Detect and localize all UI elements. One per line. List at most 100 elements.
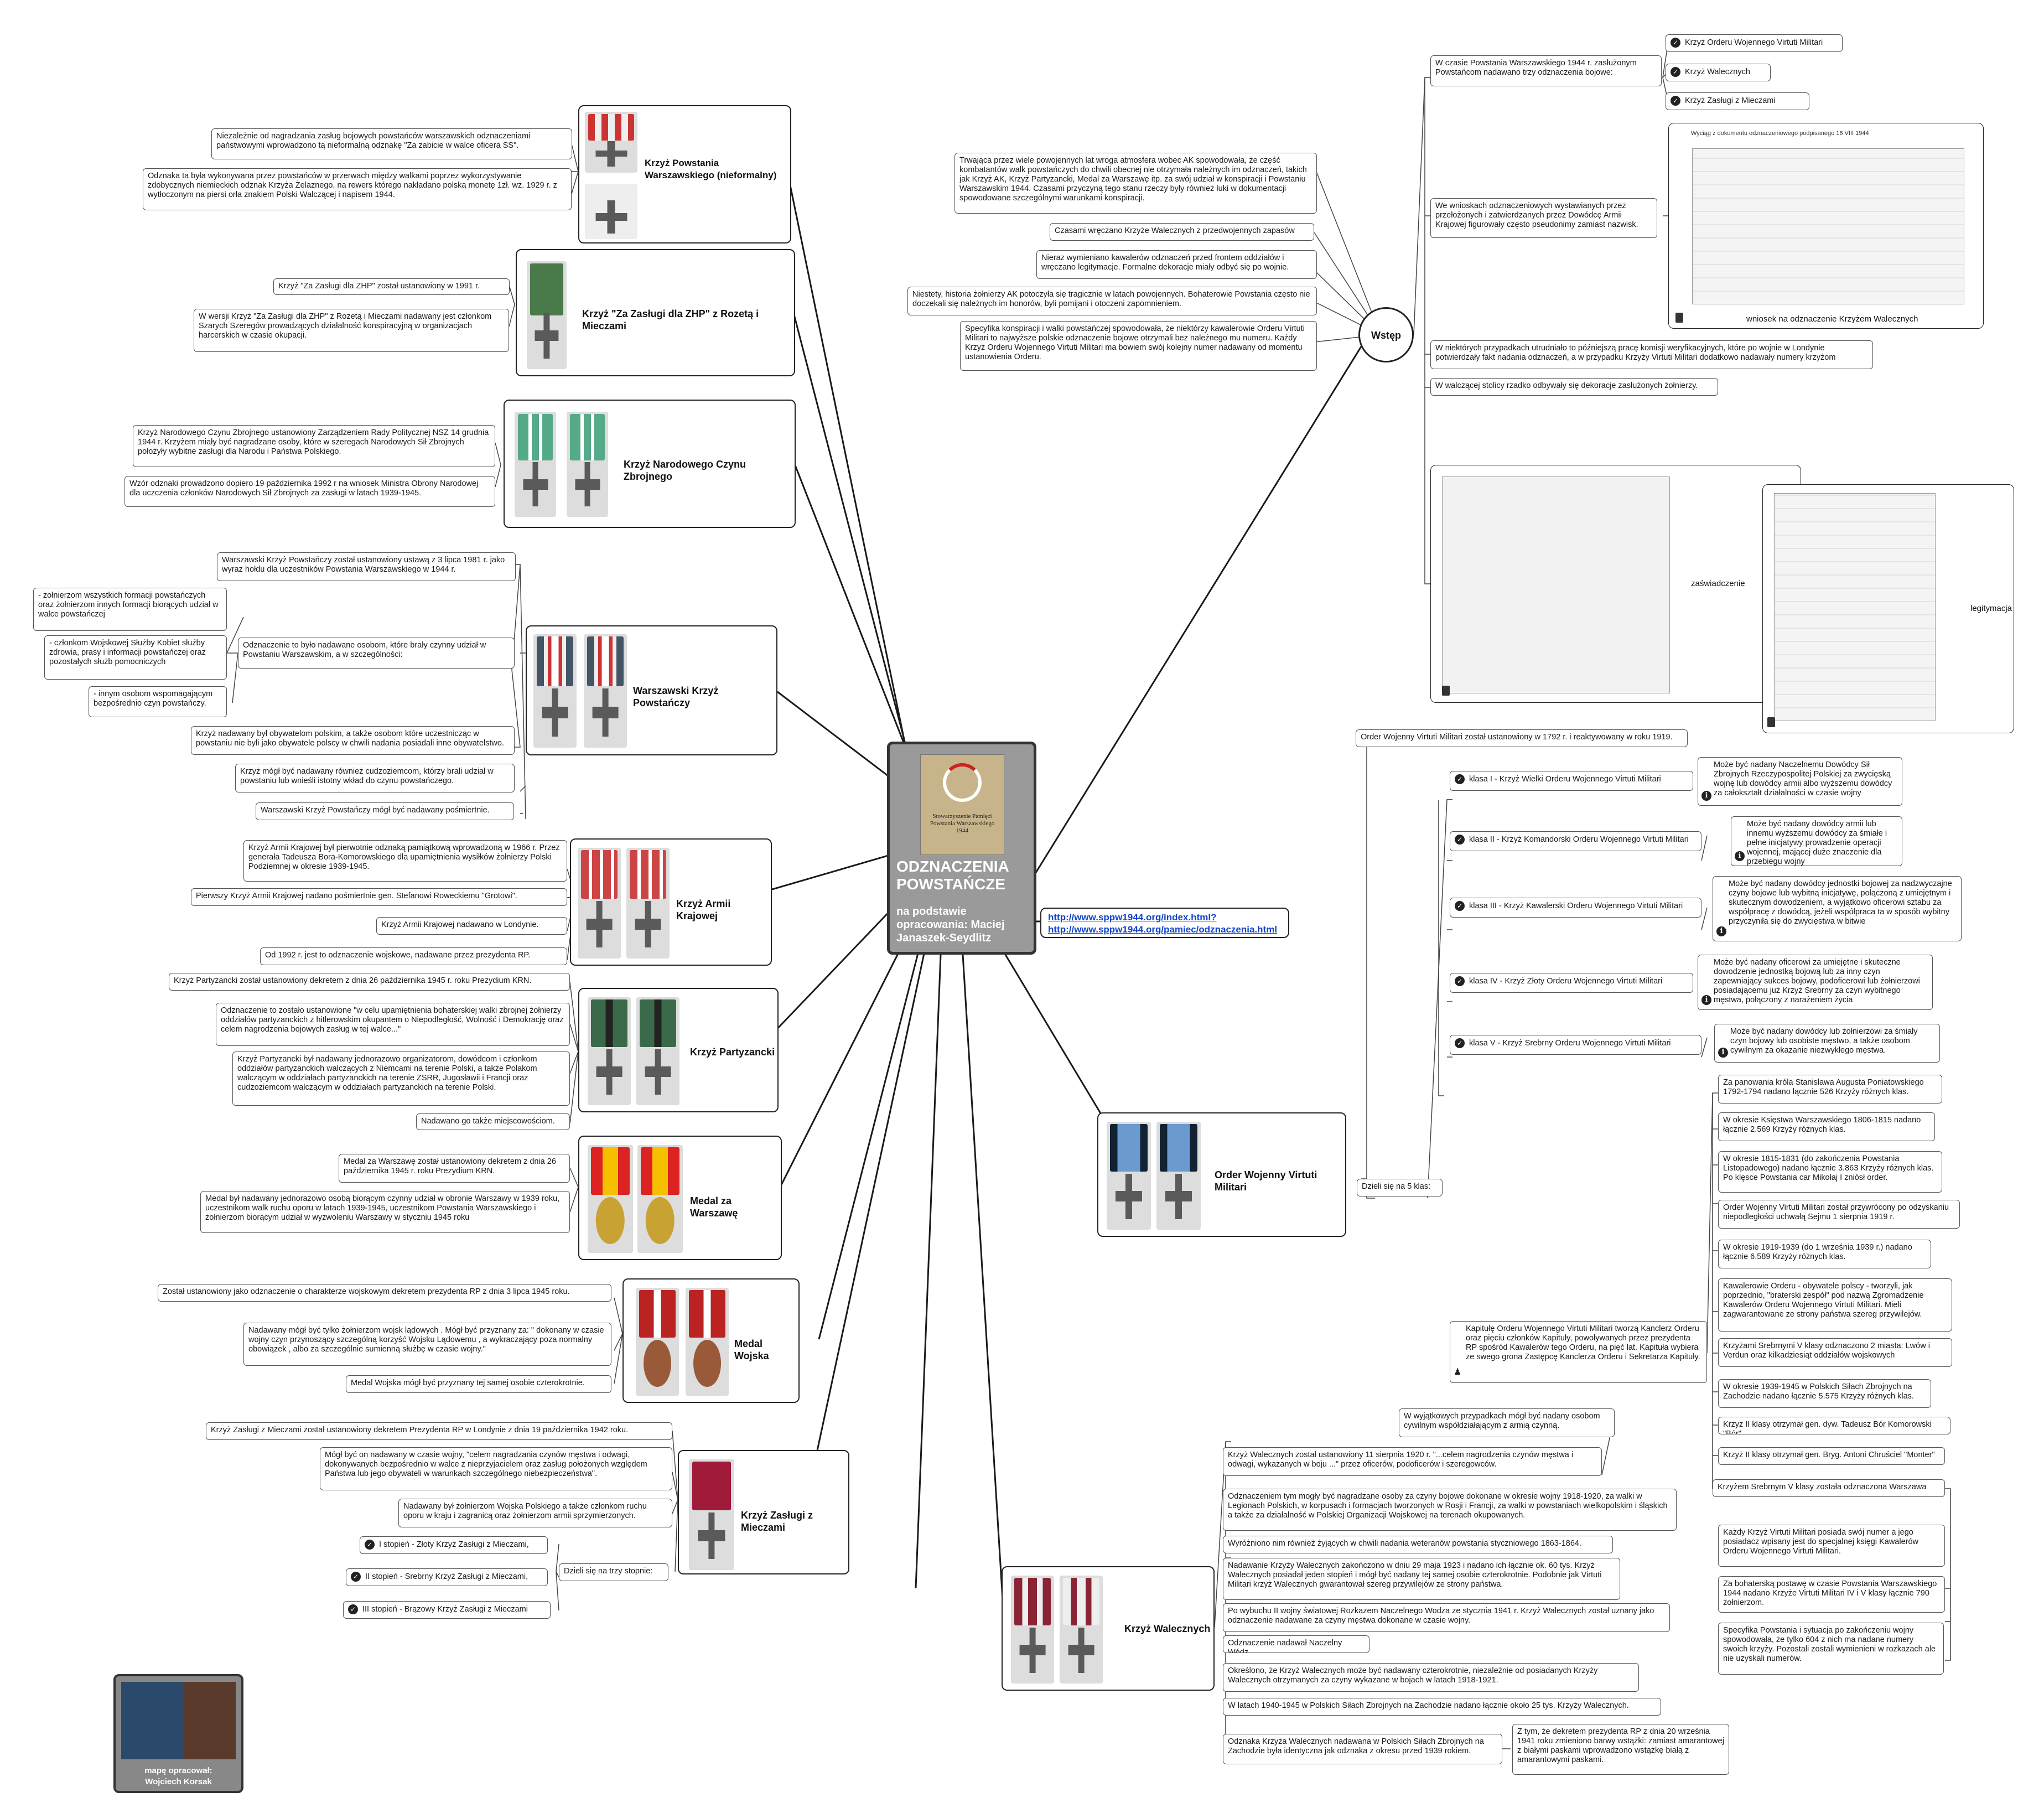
three-item: ✓Krzyż Orderu Wojennego Virtuti Militari (1666, 34, 1843, 52)
note: Odznaczenie nadawał Naczelny Wódz. (1223, 1635, 1369, 1653)
note: Nadawany był żołnierzom Wojska Polskiego… (398, 1499, 672, 1527)
note: Z tym, że dekretem prezydenta RP z dnia … (1512, 1724, 1729, 1775)
document-icon (1767, 717, 1775, 727)
note: Nadawano go także miejscowościom. (416, 1113, 570, 1130)
node-krzyz-zhp[interactable]: Krzyż "Za Zasługi dla ZHP" z Rozetą i Mi… (516, 249, 795, 376)
note: Krzyż Partyzancki był nadawany jednorazo… (232, 1051, 570, 1106)
note: Trwająca przez wiele powojennych lat wro… (954, 153, 1317, 214)
medal-image (588, 997, 631, 1105)
medal-image (636, 1288, 679, 1396)
note: Pierwszy Krzyż Armii Krajowej nadano poś… (191, 888, 567, 906)
grade-item: ✓II stopień - Srebrny Krzyż Zasługi z Mi… (346, 1568, 548, 1586)
info-icon: i (1718, 1048, 1728, 1058)
note: W wyjątkowych przypadkach mógł być nadan… (1399, 1408, 1615, 1437)
medal-image (686, 1288, 729, 1396)
note: Czasami wręczano Krzyże Walecznych z prz… (1050, 223, 1314, 241)
author-name: Wojciech Korsak (145, 1777, 212, 1786)
info-icon: i (1716, 926, 1726, 936)
note: Określono, że Krzyż Walecznych może być … (1223, 1663, 1639, 1692)
note: Krzyż Walecznych został ustanowiony 11 s… (1223, 1447, 1602, 1476)
checkmark-icon: ✓ (1455, 835, 1465, 845)
note: Warszawski Krzyż Powstańczy mógł być nad… (256, 802, 514, 820)
note: Warszawski Krzyż Powstańczy został ustan… (217, 552, 516, 581)
node-title: Krzyż Partyzancki (690, 1047, 775, 1058)
note: Niezależnie od nagradzania zasług bojowy… (211, 128, 572, 159)
medal-image (567, 412, 608, 517)
node-warszawski-krzyz-powstanczy[interactable]: Warszawski Krzyż Powstańczy (526, 625, 777, 755)
fact: Kawalerowie Orderu - obywatele polscy - … (1718, 1278, 1952, 1332)
note: Krzyż Armii Krajowej nadawano w Londynie… (376, 917, 567, 935)
node-krzyz-nsz[interactable]: Krzyż Narodowego Czynu Zbrojnego (504, 400, 796, 528)
note: Specyfika konspiracji i walki powstańcze… (960, 321, 1317, 371)
fact: Krzyżami Srebrnymi V klasy odznaczono 2 … (1718, 1338, 1952, 1367)
info-icon: i (1701, 791, 1711, 801)
fact: Krzyż II klasy otrzymał gen. Bryg. Anton… (1718, 1447, 1945, 1465)
note: Nadawanie Krzyży Walecznych zakończono w… (1223, 1558, 1620, 1600)
medal-image (1107, 1122, 1151, 1230)
note: - żołnierzom wszystkich formacji powstań… (33, 588, 227, 631)
node-krzyz-zaslugi-z-mieczami[interactable]: Krzyż Zasługi z Mieczami (678, 1450, 849, 1574)
checkmark-icon: ✓ (1455, 1038, 1465, 1048)
doc-header: Wyciąg z dokumentu odznaczeniowego podpi… (1691, 130, 1869, 137)
note: Medal był nadawany jednorazowo osobą bio… (200, 1191, 570, 1233)
doc-zaswiadczenie[interactable]: zaświadczenie (1430, 465, 1801, 703)
medal-image (533, 634, 577, 748)
node-krzyz-powstania-nieformalny[interactable]: Krzyż Powstania Warszawskiego (nieformal… (578, 105, 791, 244)
fact: Krzyżem Srebrnym V klasy została odznacz… (1713, 1479, 1945, 1497)
document-image (1774, 493, 1936, 721)
checkmark-icon: ✓ (348, 1604, 358, 1614)
note: Wzór odznaki prowadzono dopiero 19 paźdz… (124, 476, 495, 507)
node-title: Krzyż "Za Zasługi dla ZHP" z Rozetą i Mi… (582, 308, 759, 331)
note: Krzyż Narodowego Czynu Zbrojnego ustanow… (133, 425, 495, 467)
fact: Za bohaterską postawę w czasie Powstania… (1718, 1576, 1945, 1613)
wstep-node[interactable]: Wstęp (1358, 307, 1414, 362)
checkmark-icon: ✓ (1455, 976, 1465, 986)
doc-legitymacja[interactable]: legitymacja (1762, 484, 2014, 733)
medal-image (584, 634, 627, 748)
note: Mógł być on nadawany w czasie wojny, "ce… (320, 1447, 672, 1490)
link-index[interactable]: http://www.sppw1944.org/index.html? (1048, 912, 1217, 923)
node-title: Krzyż Zasługi z Mieczami (741, 1510, 813, 1533)
node-krzyz-partyzancki[interactable]: Krzyż Partyzancki (578, 988, 779, 1112)
grade-item: ✓I stopień - Złoty Krzyż Zasługi z Miecz… (360, 1536, 548, 1554)
central-node[interactable]: Stowarzyszenie Pamięci Powstania Warszaw… (887, 742, 1036, 955)
node-krzyz-armii-krajowej[interactable]: Krzyż Armii Krajowej (570, 838, 772, 966)
node-title: Krzyż Powstania Warszawskiego (nieformal… (645, 158, 777, 180)
doc-wniosek[interactable]: Wyciąg z dokumentu odznaczeniowego podpi… (1668, 123, 1984, 329)
node-medal-wojska[interactable]: Medal Wojska (622, 1278, 800, 1403)
fact: W okresie Księstwa Warszawskiego 1806-18… (1718, 1112, 1935, 1141)
document-image (1442, 476, 1670, 693)
node-virtuti-militari[interactable]: Order Wojenny Virtuti Militari (1097, 1112, 1346, 1237)
class-item: ✓klasa I - Krzyż Wielki Orderu Wojennego… (1450, 771, 1693, 791)
note: Nadawany mógł być tylko żołnierzom wojsk… (243, 1323, 611, 1366)
three-item: ✓Krzyż Walecznych (1666, 64, 1771, 81)
medal-image (527, 261, 567, 369)
logo-text: Stowarzyszenie Pamięci Powstania Warszaw… (930, 813, 995, 834)
node-medal-za-warszawe[interactable]: Medal za Warszawę (578, 1136, 782, 1260)
doc-caption: zaświadczenie (1691, 579, 1745, 588)
medal-image (1156, 1122, 1201, 1230)
note: - członkom Wojskowej Służby Kobiet służb… (44, 635, 227, 680)
note: W niektórych przypadkach utrudniało to p… (1430, 340, 1873, 369)
node-title: Order Wojenny Virtuti Militari (1215, 1169, 1317, 1193)
link-odznaczenia[interactable]: http://www.sppw1944.org/pamiec/odznaczen… (1048, 924, 1278, 935)
fact: W okresie 1939-1945 w Polskich Siłach Zb… (1718, 1379, 1931, 1408)
grade-item: ✓III stopień - Brązowy Krzyż Zasługi z M… (343, 1601, 551, 1619)
node-krzyz-walecznych[interactable]: Krzyż Walecznych (1002, 1566, 1215, 1691)
doc-caption: legitymacja (1970, 604, 2012, 613)
note: Nieraz wymieniano kawalerów odznaczeń pr… (1036, 250, 1317, 279)
medal-image (637, 1145, 683, 1253)
info-icon: i (1735, 851, 1745, 861)
note: Niestety, historia żołnierzy AK potoczył… (907, 287, 1317, 315)
note: Krzyż nadawany był obywatelom polskim, a… (191, 726, 515, 755)
note: Został ustanowiony jako odznaczenie o ch… (158, 1284, 611, 1302)
note: Krzyż Armii Krajowej był pierwotnie odzn… (243, 840, 567, 882)
note: Od 1992 r. jest to odznaczenie wojskowe,… (260, 947, 567, 965)
medal-image (585, 184, 637, 239)
checkmark-icon: ✓ (365, 1540, 375, 1550)
